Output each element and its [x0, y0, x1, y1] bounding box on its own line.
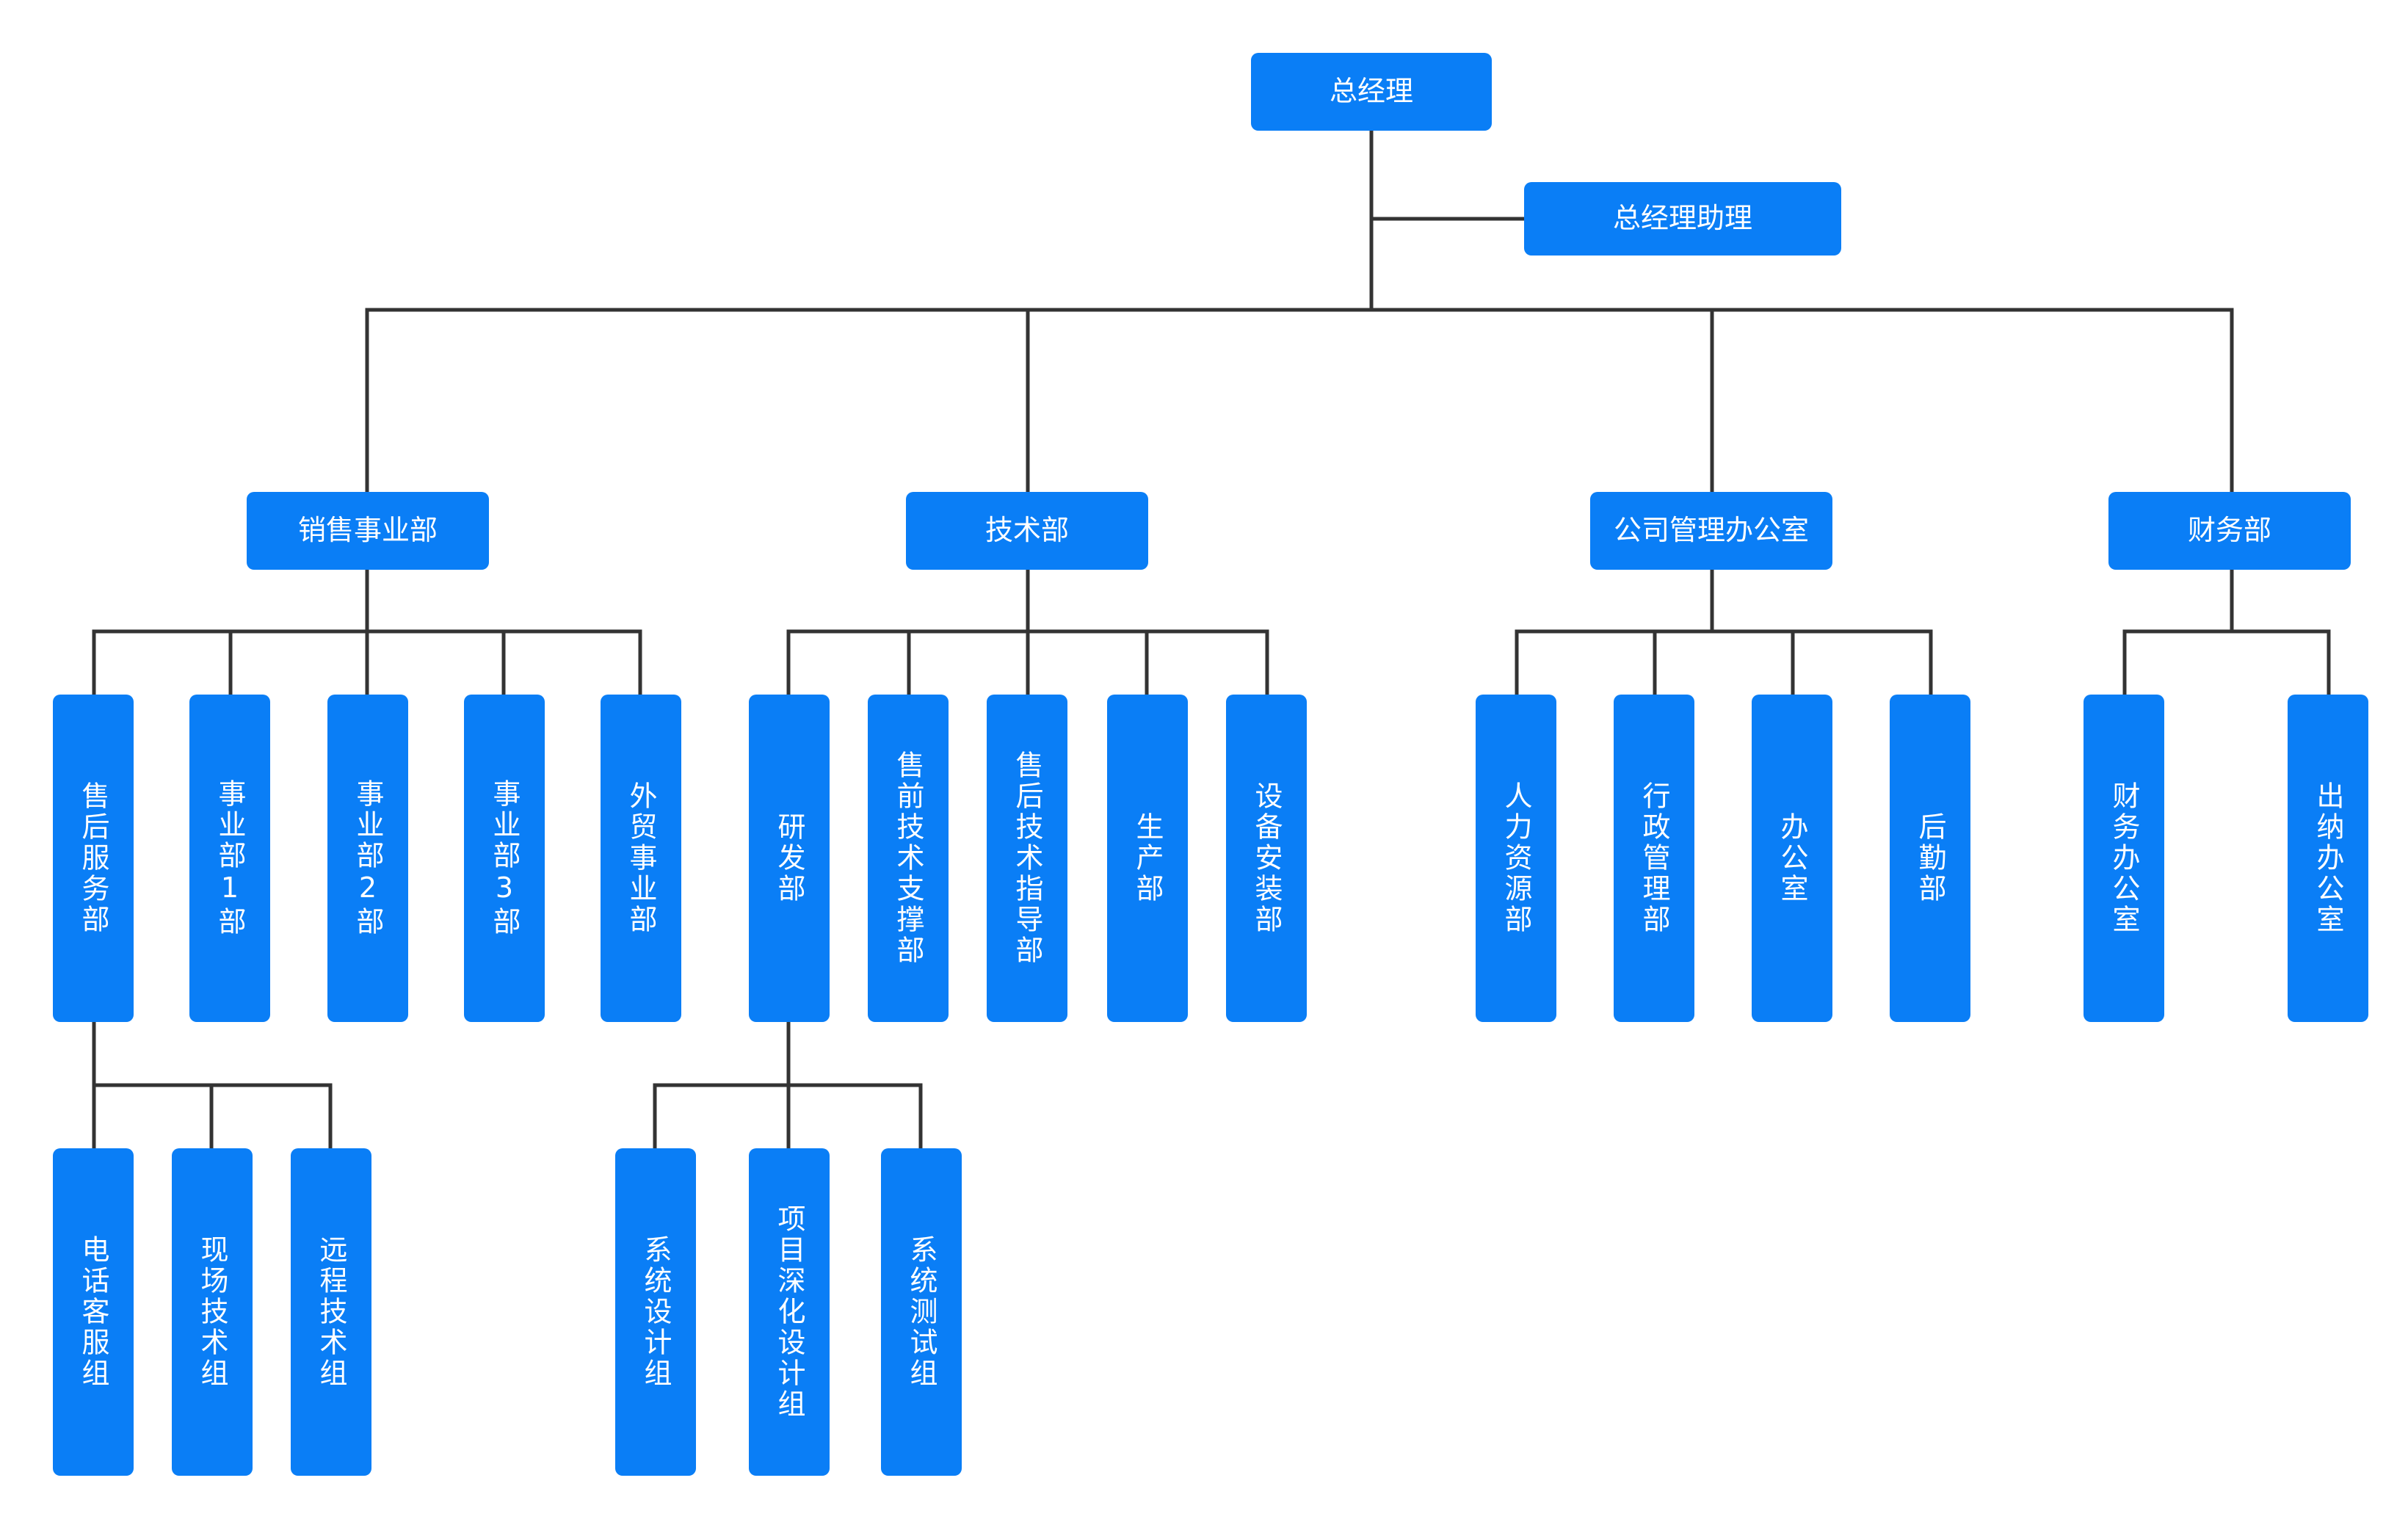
business-unit-1-box[interactable]: 事业部1部	[189, 695, 270, 1022]
equipment-install-box[interactable]: 设备安装部	[1226, 695, 1307, 1022]
remote-tech-group-box[interactable]: 远程技术组	[291, 1148, 371, 1476]
finance-office-box[interactable]: 财务办公室	[2084, 695, 2164, 1022]
after-sales-guidance-box[interactable]: 售后技术指导部	[987, 695, 1067, 1022]
cashier-office-box[interactable]: 出纳办公室	[2288, 695, 2368, 1022]
rnd-dept-box[interactable]: 研发部	[749, 695, 830, 1022]
foreign-trade-box[interactable]: 外贸事业部	[601, 695, 681, 1022]
detailed-design-group-box[interactable]: 项目深化设计组	[749, 1148, 830, 1476]
logistics-box[interactable]: 后勤部	[1890, 695, 1970, 1022]
hr-dept-box[interactable]: 人力资源部	[1476, 695, 1556, 1022]
general-manager-box[interactable]: 总经理	[1251, 53, 1492, 131]
system-design-group-box[interactable]: 系统设计组	[615, 1148, 696, 1476]
after-sales-service-box[interactable]: 售后服务部	[53, 695, 134, 1022]
office-box[interactable]: 办公室	[1752, 695, 1832, 1022]
finance-dept-box[interactable]: 财务部	[2108, 492, 2351, 570]
phone-service-group-box[interactable]: 电话客服组	[53, 1148, 134, 1476]
production-dept-box[interactable]: 生产部	[1107, 695, 1188, 1022]
system-test-group-box[interactable]: 系统测试组	[881, 1148, 962, 1476]
sales-dept-box[interactable]: 销售事业部	[247, 492, 489, 570]
admin-office-box[interactable]: 公司管理办公室	[1590, 492, 1832, 570]
tech-dept-box[interactable]: 技术部	[906, 492, 1148, 570]
onsite-tech-group-box[interactable]: 现场技术组	[172, 1148, 253, 1476]
business-unit-3-box[interactable]: 事业部3部	[464, 695, 545, 1022]
presales-support-box[interactable]: 售前技术支撑部	[868, 695, 949, 1022]
admin-management-box[interactable]: 行政管理部	[1614, 695, 1694, 1022]
business-unit-2-box[interactable]: 事业部2部	[327, 695, 408, 1022]
assistant-box[interactable]: 总经理助理	[1524, 182, 1841, 256]
